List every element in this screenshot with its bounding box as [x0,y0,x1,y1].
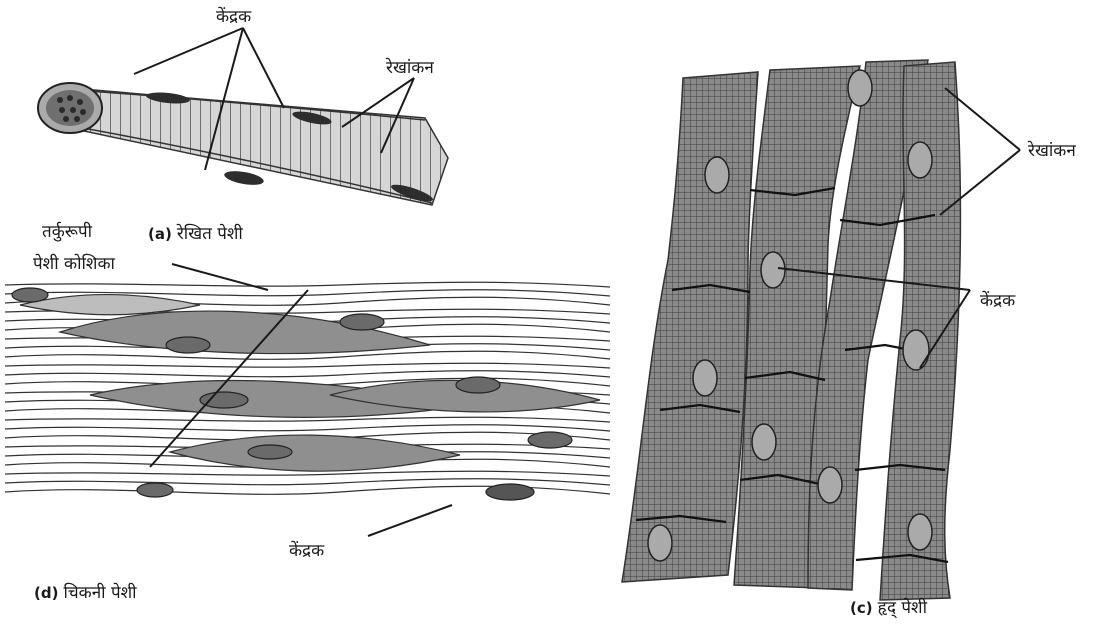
smooth-fibre-line [5,425,610,431]
cardiac-fibres [622,60,960,600]
label-a-striations: रेखांकन [386,58,434,78]
smooth-muscle-tissue [5,264,610,536]
caption-a-text: रेखित पेशी [177,224,243,244]
smooth-fibre-line [5,363,610,368]
smooth-fibre-line [5,371,610,377]
caption-a-letter: (a) [148,225,172,243]
label-c-nucleus: केंद्रक [980,291,1015,311]
label-d-spindle-line1: तर्कुरूपी [42,222,92,242]
label-d-spindle-line2: पेशी कोशिका [33,254,115,274]
smooth-fibre-line [5,282,610,287]
smooth-fibre-line [5,471,610,476]
caption-d: (d) चिकनी पेशी [34,583,137,603]
cardiac-muscle-tissue [622,60,1020,600]
caption-c-text: हृद् पेशी [878,598,927,618]
striated-muscle-fibre [38,28,448,205]
label-a-nucleus: केंद्रक [216,7,251,27]
caption-c: (c) हृद् पेशी [850,598,927,618]
caption-a: (a) रेखित पेशी [148,224,243,244]
label-c-striations: रेखांकन [1028,141,1076,161]
caption-c-letter: (c) [850,599,873,617]
label-d-nucleus: केंद्रक [289,541,324,561]
caption-d-letter: (d) [34,584,58,602]
caption-d-text: चिकनी पेशी [63,583,136,603]
